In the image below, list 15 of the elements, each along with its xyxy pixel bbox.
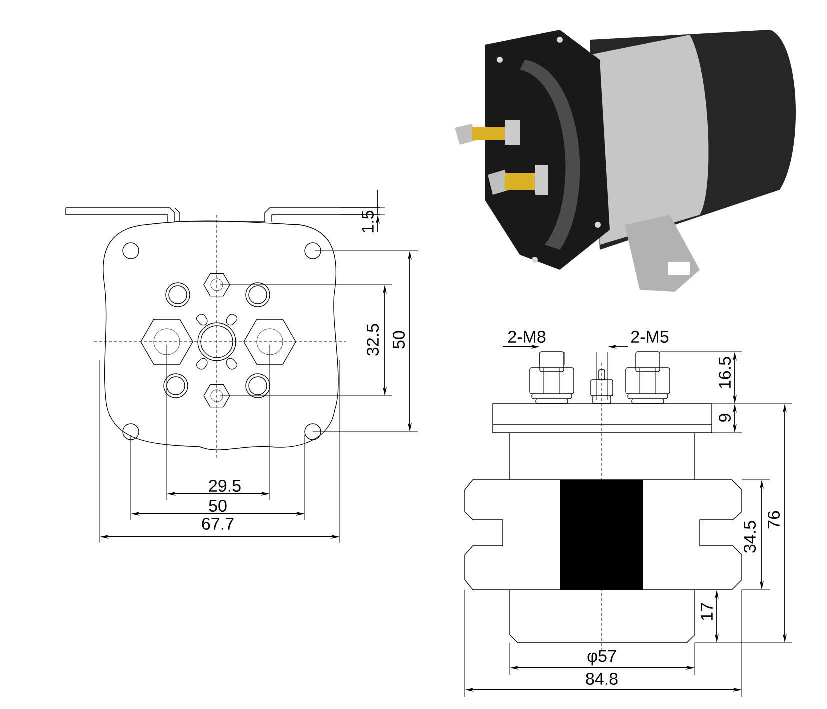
dimension-label: 29.5 <box>209 480 241 492</box>
dimension-label: 1.5 <box>362 210 374 232</box>
dimension-label: 34.5 <box>744 521 756 553</box>
thread-label: 2-M8 <box>508 330 546 344</box>
dimension-label: 16.5 <box>718 357 732 388</box>
dimension-label: 84.8 <box>586 672 618 686</box>
dimension-label: 50 <box>392 331 406 349</box>
dimension-label: 76 <box>768 511 780 529</box>
dimension-label: 32.5 <box>366 324 380 356</box>
dimension-label: 17 <box>701 603 713 620</box>
dimension-label: 50 <box>209 500 227 512</box>
thread-label: 2-M5 <box>632 330 669 344</box>
dimension-label: φ57 <box>588 650 616 666</box>
dimension-label: 9 <box>718 414 732 422</box>
dimension-label: 67.7 <box>202 518 234 530</box>
